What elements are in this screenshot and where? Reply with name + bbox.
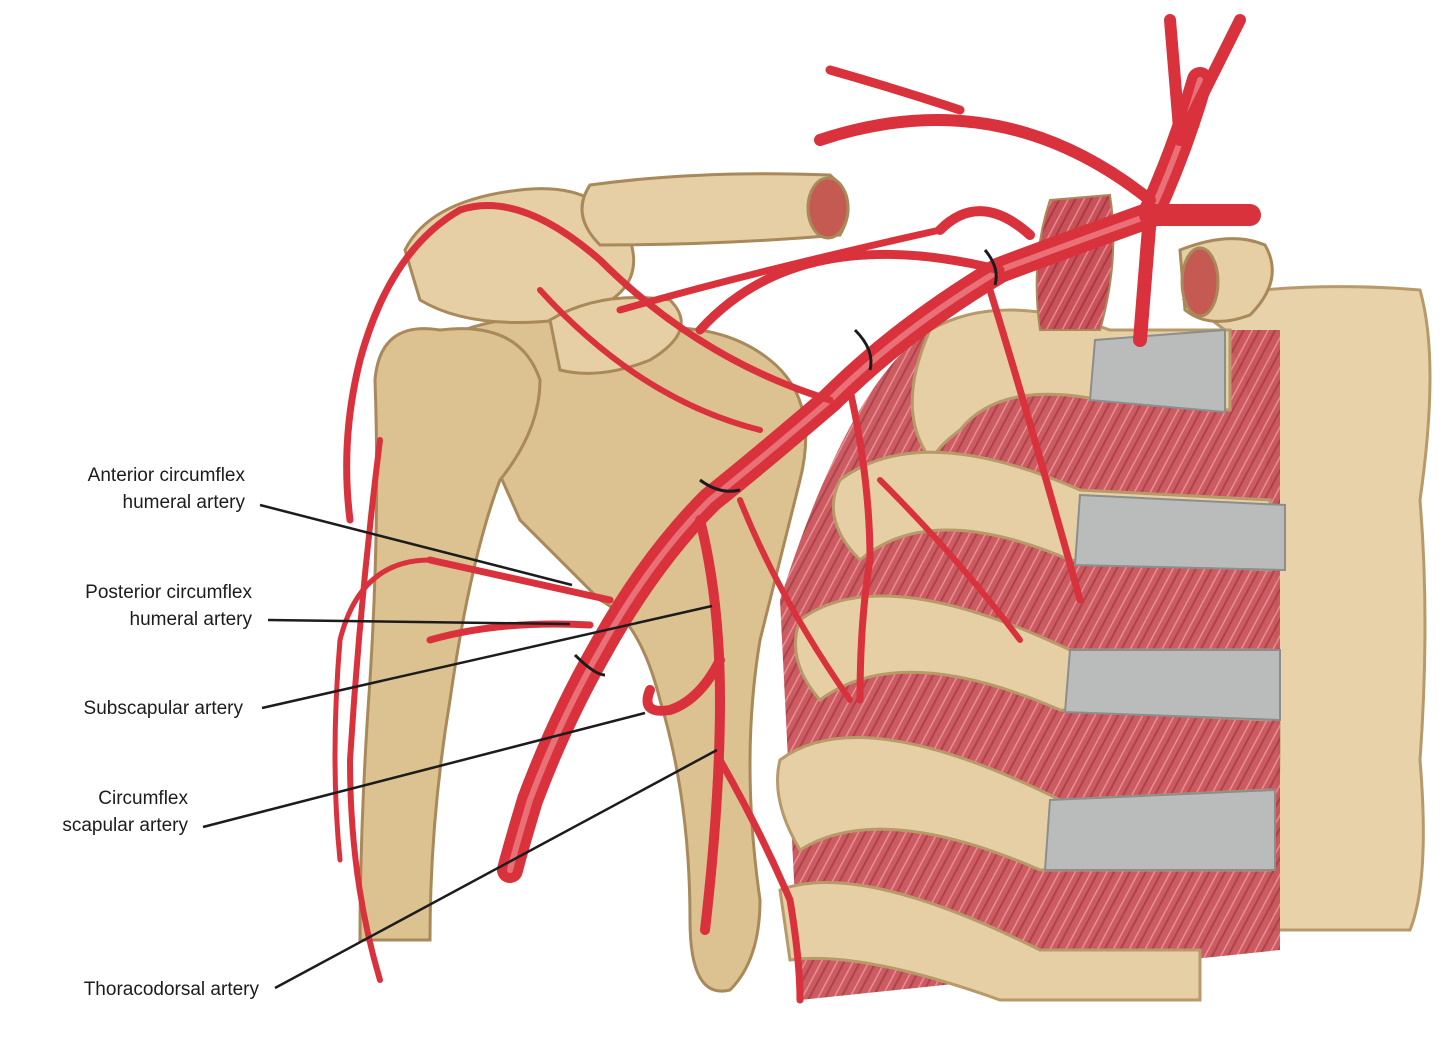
label-thoracodorsal-artery: Thoracodorsal artery (84, 976, 259, 1003)
leader-subscapular (261, 604, 713, 710)
label-line: Circumflex (98, 788, 188, 809)
label-line: Thoracodorsal artery (83, 979, 259, 1000)
clavicle (580, 172, 850, 247)
leader-anterior-circumflex (259, 503, 573, 587)
label-anterior-circumflex-humeral-artery: Anterior circumflex humeral artery (88, 462, 245, 516)
leader-posterior-circumflex (267, 618, 571, 626)
label-subscapular-artery: Subscapular artery (84, 695, 243, 722)
leader-circumflex-scapular (202, 711, 646, 829)
label-line: Subscapular artery (83, 698, 243, 719)
label-line: humeral artery (129, 609, 253, 630)
label-line: Anterior circumflex (87, 465, 245, 486)
leader-lines (202, 503, 718, 990)
label-line: humeral artery (122, 492, 246, 513)
label-circumflex-scapular-artery: Circumflex scapular artery (62, 785, 188, 839)
label-posterior-circumflex-humeral-artery: Posterior circumflex humeral artery (85, 579, 252, 633)
leader-thoracodorsal (274, 748, 718, 990)
label-line: scapular artery (62, 815, 188, 836)
segment-markers (573, 249, 998, 677)
label-line: Posterior circumflex (85, 582, 252, 603)
costal-cartilages (1043, 328, 1286, 871)
